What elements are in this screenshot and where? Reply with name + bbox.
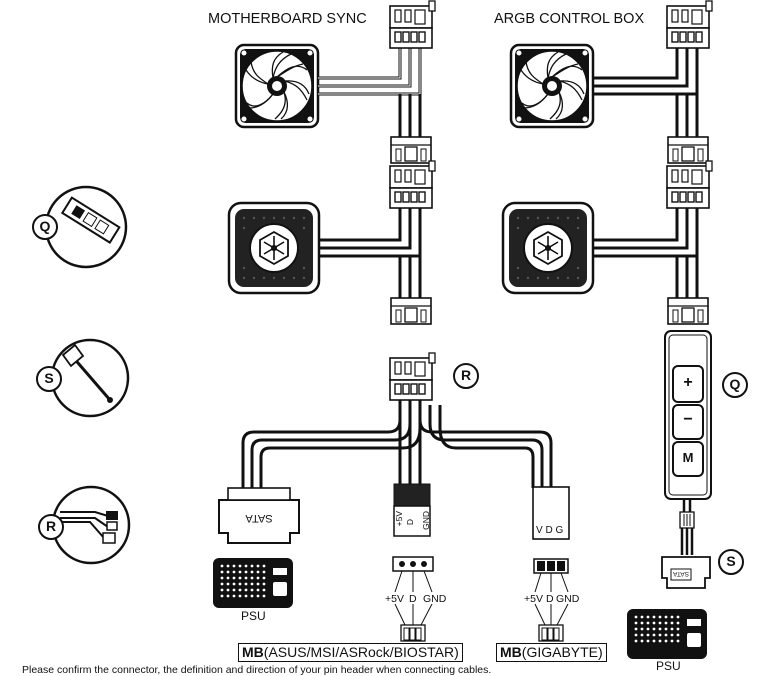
psu-label-left: PSU xyxy=(241,609,266,623)
fan-icon xyxy=(234,43,320,129)
argb-connector-icon xyxy=(667,136,709,164)
psu-label-right: PSU xyxy=(656,659,681,673)
psu-icon xyxy=(213,558,293,608)
psu-icon xyxy=(627,609,707,659)
argb-connector-icon xyxy=(667,297,709,325)
vdg-label: V D G xyxy=(536,525,564,536)
argb-box-heading: ARGB CONTROL BOX xyxy=(494,11,645,27)
plus-button-label: + xyxy=(683,374,693,391)
fan-icon xyxy=(509,43,595,129)
detail-circle-s xyxy=(50,338,130,418)
argb-control-box xyxy=(661,330,712,589)
callout-r-left-label: R xyxy=(45,518,57,534)
mb-asus-label: MB(ASUS/MSI/ASRock/BIOSTAR) xyxy=(238,643,463,662)
mb-pin-d: D xyxy=(409,593,417,605)
argb-connector-icon xyxy=(389,160,436,209)
mb-pin-5v: +5V xyxy=(385,593,404,605)
gb-pin-gnd: GND xyxy=(556,593,580,605)
mb-sync-heading: MOTHERBOARD SYNC xyxy=(208,11,367,27)
footnote: Please confirm the connector, the defini… xyxy=(22,664,492,676)
sata-label-small: SATA xyxy=(673,570,690,577)
argb-connector-icon xyxy=(390,136,432,164)
sata-connector-icon xyxy=(218,499,300,544)
gb-pin-d: D xyxy=(546,593,554,605)
minus-button-icon xyxy=(672,404,704,440)
argb-connector-icon xyxy=(389,352,436,401)
argb-fan-row xyxy=(509,0,713,164)
pump-icon xyxy=(501,201,595,295)
pump-icon xyxy=(227,201,321,295)
mb-gigabyte-bold: MB xyxy=(500,644,522,660)
mb-gigabyte-brand: (GIGABYTE) xyxy=(521,644,603,660)
mode-button-icon xyxy=(672,441,704,477)
argb-connector-icon xyxy=(666,0,713,49)
mb-asus-bold: MB xyxy=(242,644,264,660)
callout-s-box-label: S xyxy=(726,553,736,569)
mb-pin-gnd: GND xyxy=(423,593,447,605)
mb-asus-brands: (ASUS/MSI/ASRock/BIOSTAR) xyxy=(263,644,459,660)
mb-pin-header-asus xyxy=(392,556,434,642)
mode-button-label: M xyxy=(682,450,694,465)
detail-circle-q xyxy=(44,185,128,269)
argb-pump-row xyxy=(501,160,713,325)
argb-connector-icon xyxy=(666,160,713,209)
callout-r-hub-label: R xyxy=(460,367,472,383)
callout-q-box-label: Q xyxy=(729,376,741,392)
mb-sync-fan-row xyxy=(234,0,436,164)
detail-circle-r xyxy=(51,485,131,565)
callout-s-left-label: S xyxy=(44,370,54,386)
mb-sync-pump-row xyxy=(227,160,436,325)
sata-label: SATA xyxy=(245,512,273,524)
mb-gigabyte-label: MB(GIGABYTE) xyxy=(496,643,607,662)
gb-pin-5v: +5V xyxy=(524,593,543,605)
pin-label-d: D xyxy=(405,519,415,526)
mb-pin-header-gigabyte xyxy=(533,558,569,642)
argb-connector-icon xyxy=(389,0,436,49)
minus-button-label: − xyxy=(683,411,693,428)
hub-cable-r xyxy=(218,352,570,544)
pin-label-5v: +5V xyxy=(394,511,404,527)
callout-q-left-label: Q xyxy=(39,218,51,234)
pin-label-gnd: GND xyxy=(421,511,431,530)
plus-button-icon xyxy=(672,365,704,403)
argb-connector-icon xyxy=(390,297,432,325)
